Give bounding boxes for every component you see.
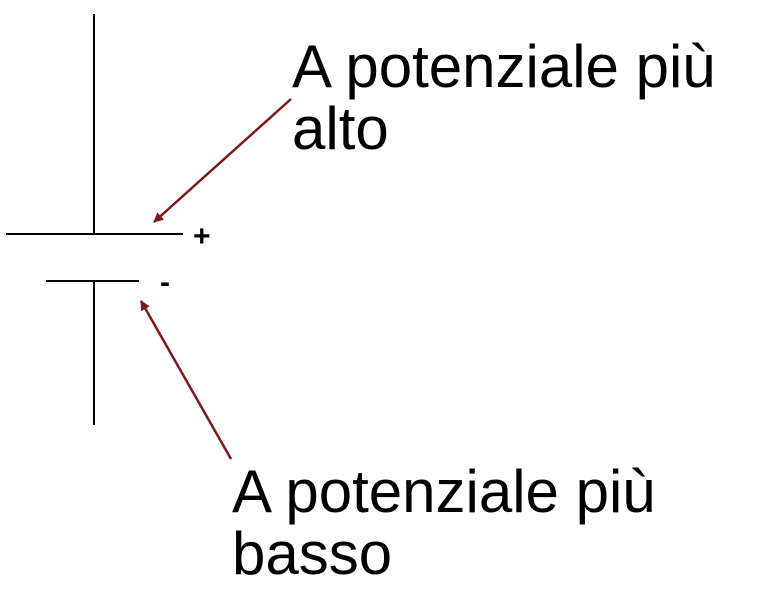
high-potential-line1: A potenziale più [292, 33, 716, 100]
negative-sign: - [160, 266, 170, 299]
positive-sign: + [193, 220, 211, 253]
low-potential-line1: A potenziale più [232, 458, 656, 525]
arrow-to-positive [153, 98, 292, 223]
high-potential-line2: alto [292, 95, 389, 162]
high-potential-label: A potenziale più alto [292, 36, 716, 160]
low-potential-label: A potenziale più basso [232, 461, 656, 585]
arrow-to-negative [139, 300, 233, 460]
low-potential-line2: basso [232, 520, 393, 587]
